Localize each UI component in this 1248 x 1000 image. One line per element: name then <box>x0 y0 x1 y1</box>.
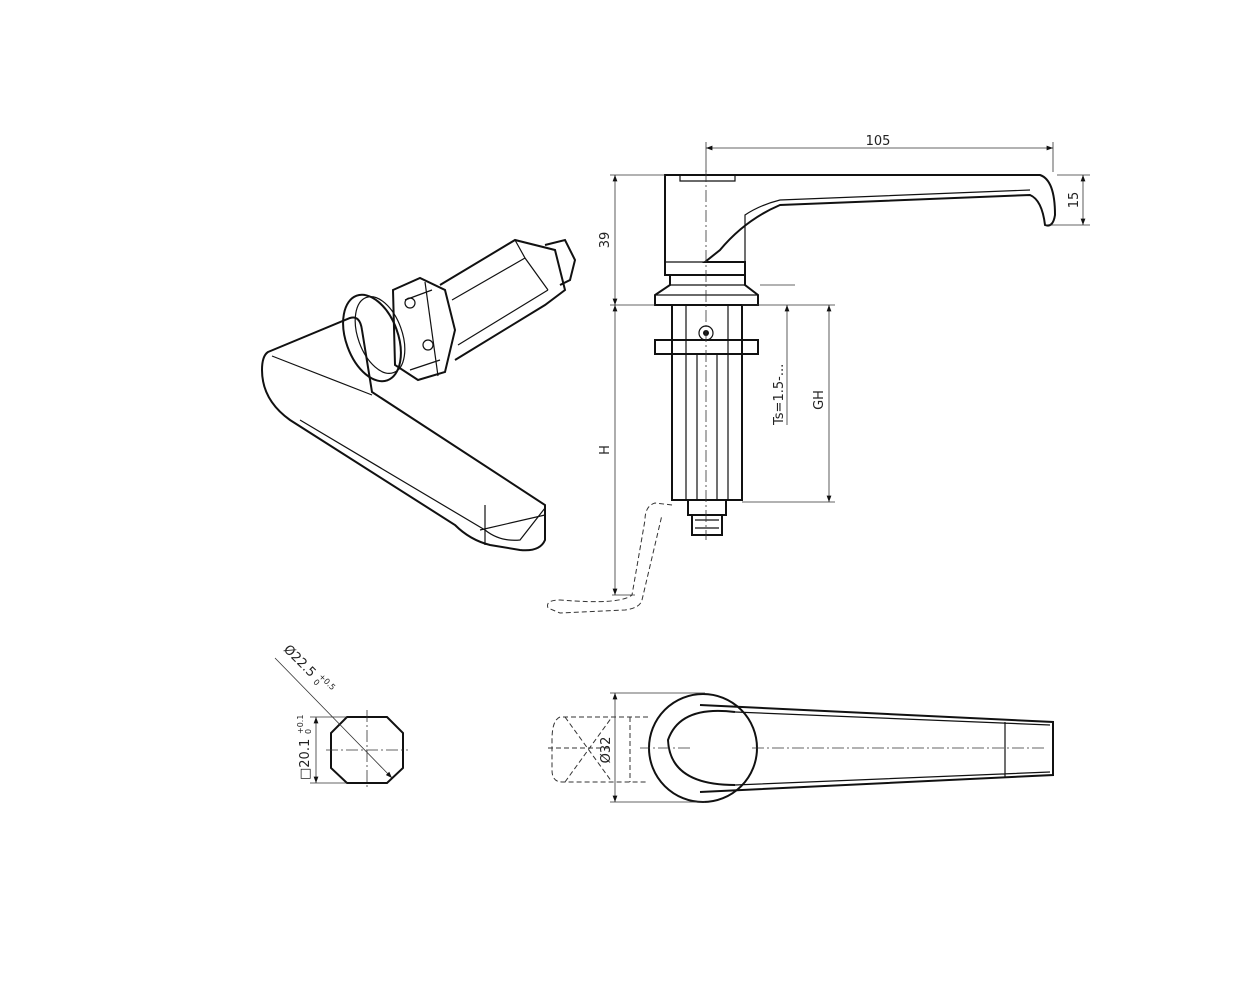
dim-lever-height: 15 <box>1067 192 1082 209</box>
dim-grip-height: GH <box>812 390 827 410</box>
side-view <box>547 170 1057 614</box>
square-section-view: Ø22.5 +0.5 0 □20.1 +0.1 0 <box>274 642 408 790</box>
dim-rosette-diameter: Ø32 <box>599 737 614 764</box>
dim-square-size: □20.1 <box>298 739 313 780</box>
isometric-view <box>260 238 577 552</box>
svg-text:0: 0 <box>304 729 313 734</box>
top-view: Ø32 <box>548 692 1054 803</box>
dim-lever-length: 105 <box>866 134 891 149</box>
dim-square-diameter: Ø22.5 <box>280 642 318 680</box>
dim-head-height: 39 <box>598 232 613 249</box>
dim-door-thickness: Ts=1.5-... <box>772 364 787 426</box>
svg-text:+0.1: +0.1 <box>296 715 305 734</box>
side-view-dimensions: 105 15 39 H GH Ts=1.5-... <box>598 134 1090 596</box>
dim-total-height: H <box>598 445 613 455</box>
svg-text:0: 0 <box>311 678 321 688</box>
